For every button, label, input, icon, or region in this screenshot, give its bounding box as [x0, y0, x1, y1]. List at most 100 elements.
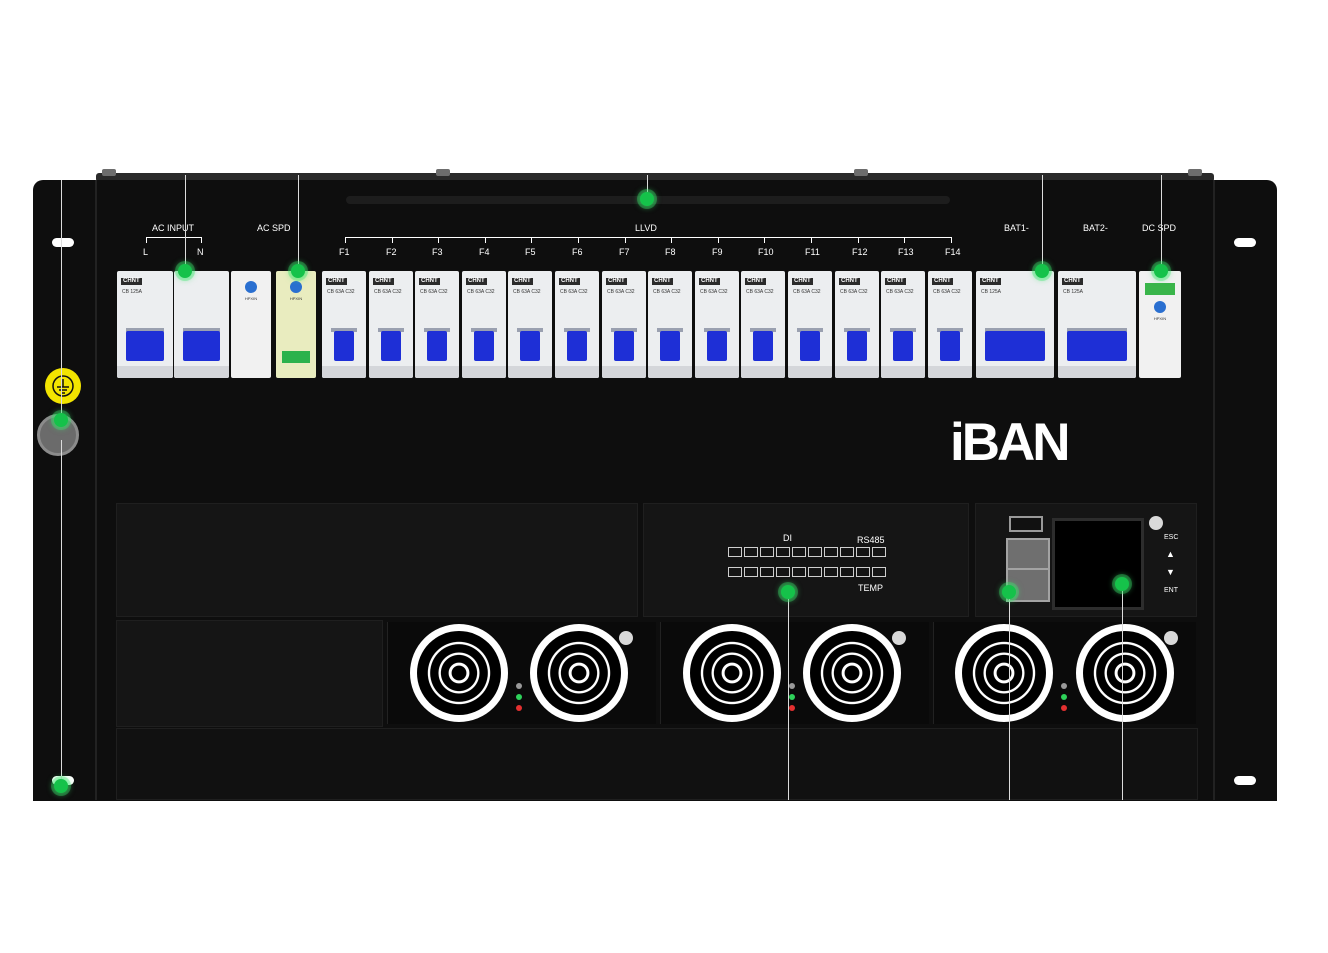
terminal-block[interactable] — [760, 547, 774, 557]
spd-logo-icon — [1154, 301, 1166, 313]
breaker-handle[interactable] — [847, 331, 867, 361]
hotspot-llvd[interactable] — [640, 192, 654, 206]
terminal-block[interactable] — [872, 567, 886, 577]
breaker-brand: CHNT — [326, 278, 347, 285]
bat2-breaker[interactable]: CHNT CB 125A — [1058, 271, 1136, 378]
terminal-block[interactable] — [856, 547, 870, 557]
callout-line — [185, 175, 186, 271]
terminal-block[interactable] — [808, 567, 822, 577]
bracket-tick — [146, 237, 147, 243]
breaker-handle[interactable] — [660, 331, 680, 361]
fuse-label-f6: F6 — [572, 247, 583, 257]
breaker-brand: CHNT — [652, 278, 673, 285]
breaker-rating: CB 63A C32 — [374, 289, 402, 295]
bat1-breaker[interactable]: CHNT CB 125A — [976, 271, 1054, 378]
hotspot-ground[interactable] — [54, 413, 68, 427]
hotspot-ac-spd[interactable] — [291, 264, 305, 278]
terminal-block[interactable] — [776, 547, 790, 557]
fan-grille — [955, 624, 1053, 722]
breaker-handle[interactable] — [753, 331, 773, 361]
breaker-handle[interactable] — [520, 331, 540, 361]
callout-line — [61, 440, 62, 786]
breaker-handle[interactable] — [940, 331, 960, 361]
hotspot-ac-input[interactable] — [178, 264, 192, 278]
ac-input-breaker-l[interactable]: CHNT CB 125A — [117, 271, 173, 378]
terminal-block[interactable] — [744, 547, 758, 557]
top-screw — [854, 169, 868, 176]
bracket-tick — [485, 237, 486, 243]
fuse-label-f12: F12 — [852, 247, 868, 257]
terminal-block[interactable] — [792, 567, 806, 577]
terminal-block[interactable] — [840, 547, 854, 557]
hotspot-chassis[interactable] — [54, 779, 68, 793]
bracket-tick — [904, 237, 905, 243]
breaker-brand: CHNT — [792, 278, 813, 285]
breaker-handle[interactable] — [427, 331, 447, 361]
terminal-block[interactable] — [856, 567, 870, 577]
terminal-block[interactable] — [808, 547, 822, 557]
up-arrow-icon[interactable]: ▲ — [1166, 549, 1175, 559]
spd-brand: HPXIN — [289, 296, 303, 301]
breaker-handle[interactable] — [183, 331, 220, 361]
breaker-handle[interactable] — [474, 331, 494, 361]
hotspot-monitor-io[interactable] — [781, 585, 795, 599]
module-screw — [892, 631, 906, 645]
breaker-handle[interactable] — [893, 331, 913, 361]
terminal-block[interactable] — [840, 567, 854, 577]
breaker-handle[interactable] — [567, 331, 587, 361]
breaker-handle[interactable] — [707, 331, 727, 361]
terminal-block[interactable] — [824, 567, 838, 577]
spd-logo-icon — [245, 281, 257, 293]
rs485-label: RS485 — [857, 535, 885, 545]
breaker-handle[interactable] — [614, 331, 634, 361]
terminal-block[interactable] — [728, 567, 742, 577]
breaker-handle[interactable] — [985, 331, 1045, 361]
spd-logo-icon — [290, 281, 302, 293]
hotspot-controller[interactable] — [1115, 577, 1129, 591]
breaker-handle[interactable] — [126, 331, 164, 361]
hotspot-network[interactable] — [1002, 585, 1016, 599]
right-rail — [1213, 180, 1215, 800]
fuse-label-f1: F1 — [339, 247, 350, 257]
hotspot-dc-spd[interactable] — [1154, 264, 1168, 278]
usb-port[interactable] — [1009, 516, 1043, 532]
callout-line — [1161, 175, 1162, 271]
spd-status-window — [282, 351, 310, 363]
down-arrow-icon[interactable]: ▼ — [1166, 567, 1175, 577]
top-cover-strip — [96, 173, 1214, 182]
terminal-block[interactable] — [824, 547, 838, 557]
breaker-rating: CB 63A C32 — [746, 289, 774, 295]
breaker-handle[interactable] — [381, 331, 401, 361]
hotspot-battery[interactable] — [1035, 264, 1049, 278]
terminal-block[interactable] — [760, 567, 774, 577]
breaker-handle[interactable] — [334, 331, 354, 361]
breaker-handle[interactable] — [1067, 331, 1127, 361]
mount-slot — [1234, 238, 1256, 247]
terminal-block[interactable] — [792, 547, 806, 557]
terminal-block[interactable] — [776, 567, 790, 577]
network-port[interactable] — [1006, 538, 1050, 572]
terminal-block[interactable] — [744, 567, 758, 577]
callout-line — [788, 592, 789, 800]
terminal-block[interactable] — [728, 547, 742, 557]
ac-input-breaker-n[interactable] — [174, 271, 229, 378]
terminal-block[interactable] — [872, 547, 886, 557]
breaker-rating: CB 125A — [1063, 289, 1084, 295]
breaker-handle[interactable] — [800, 331, 820, 361]
breaker-rating: CB 63A C32 — [933, 289, 961, 295]
fan-grille — [803, 624, 901, 722]
